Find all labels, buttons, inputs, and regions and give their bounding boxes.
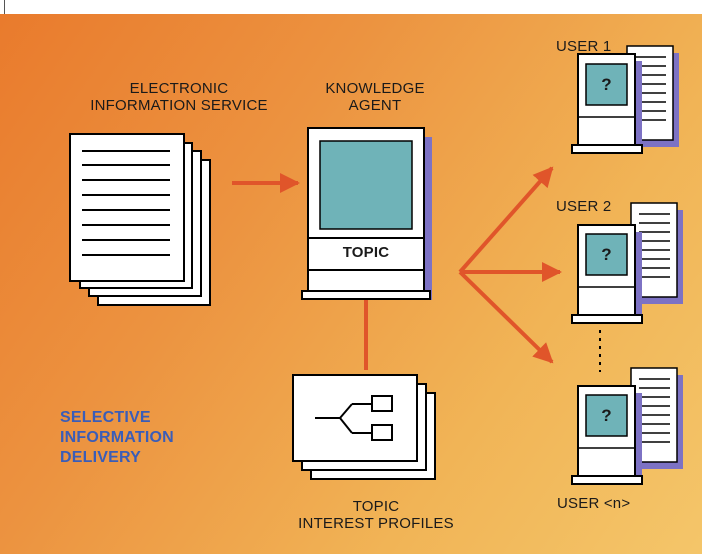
sid-line2: INFORMATION — [60, 429, 174, 446]
profiles-label-line1: TOPIC — [352, 498, 400, 515]
profiles-label-line2: INTEREST PROFILES — [298, 515, 454, 532]
user1-label: USER 1 — [556, 38, 612, 55]
service-label: ELECTRONIC INFORMATION SERVICE — [84, 80, 274, 114]
arrow-to-user1 — [458, 166, 554, 274]
user2-question-mark: ? — [601, 245, 612, 264]
service-label-line1: ELECTRONIC — [129, 80, 229, 97]
topic-label: TOPIC — [342, 244, 390, 261]
document-stack-icon — [69, 133, 211, 306]
user2-computer-icon — [571, 202, 683, 324]
usern-question-mark: ? — [601, 406, 612, 425]
service-label-line2: INFORMATION SERVICE — [90, 97, 268, 114]
user-arrows — [458, 166, 562, 364]
sid-line1: SELECTIVE — [60, 409, 151, 426]
knowledge-agent-computer-icon — [301, 127, 432, 300]
agent-label: KNOWLEDGE AGENT — [300, 80, 450, 114]
usern-computer-icon — [571, 367, 683, 485]
user1-computer-icon — [571, 45, 679, 154]
agent-label-line1: KNOWLEDGE — [325, 80, 425, 97]
profiles-stack-icon — [292, 374, 436, 480]
corner-tick — [4, 0, 5, 14]
top-border — [0, 0, 711, 14]
user1-question-mark: ? — [601, 75, 612, 94]
usern-label: USER <n> — [557, 495, 631, 512]
arrow-to-usern — [458, 270, 554, 364]
right-border — [702, 0, 711, 554]
profiles-label: TOPIC INTEREST PROFILES — [296, 498, 456, 532]
user2-label: USER 2 — [556, 198, 612, 215]
sid-line3: DELIVERY — [60, 449, 142, 466]
agent-label-line2: AGENT — [348, 97, 402, 114]
selective-information-delivery-title: SELECTIVE INFORMATION DELIVERY — [60, 408, 240, 468]
